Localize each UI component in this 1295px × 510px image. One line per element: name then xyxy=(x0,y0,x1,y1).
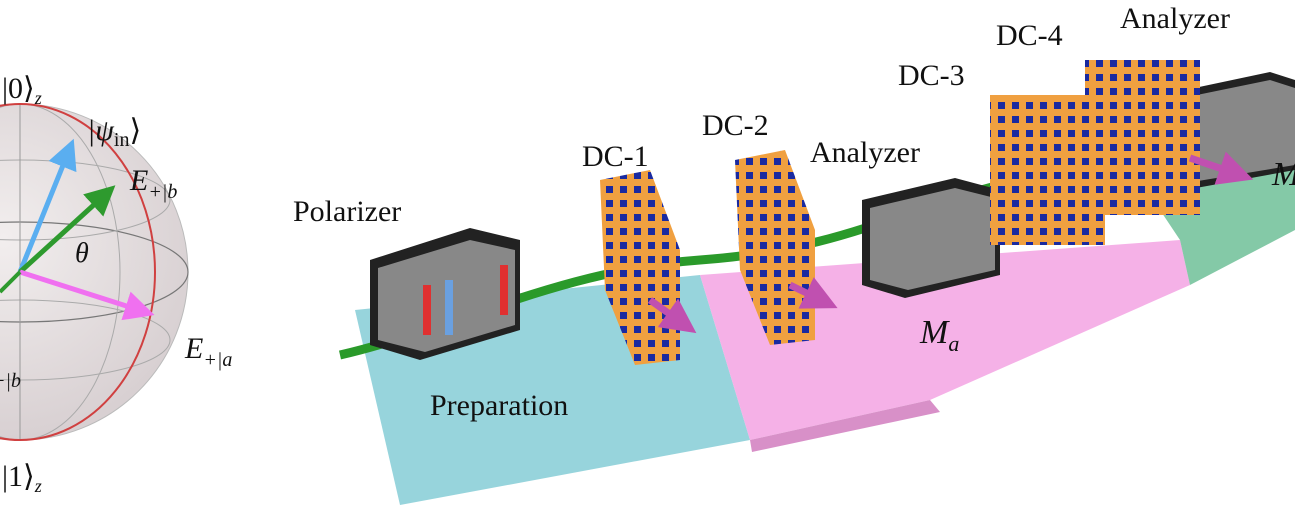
svg-text:+|b: +|b xyxy=(0,370,21,392)
svg-text:Ma: Ma xyxy=(919,314,959,356)
svg-text:E+|b: E+|b xyxy=(129,164,177,203)
svg-text:|0⟩z: |0⟩z xyxy=(2,72,42,108)
bottom-label: |1⟩ xyxy=(2,460,35,493)
svg-text:|1⟩z: |1⟩z xyxy=(2,460,42,496)
preparation-label: Preparation xyxy=(430,389,568,422)
psi-vector xyxy=(17,138,77,273)
dc4-label: DC-4 xyxy=(996,19,1063,52)
polarizer xyxy=(370,228,520,360)
analyzer-1 xyxy=(862,178,1000,298)
polarizer-label: Polarizer xyxy=(293,195,401,228)
top-label: |0⟩ xyxy=(2,72,35,105)
ma-label: M xyxy=(919,314,950,351)
bloch-sphere xyxy=(0,103,189,441)
dc-4 xyxy=(1085,60,1254,215)
eb-vector xyxy=(18,185,116,274)
dc2-label: DC-2 xyxy=(702,109,769,142)
analyzer2-label: Analyzer xyxy=(1120,2,1230,35)
dc-2 xyxy=(735,150,838,345)
meridian xyxy=(0,103,156,441)
svg-text:|ψin⟩: |ψin⟩ xyxy=(87,114,141,151)
mb-label-cut: M xyxy=(1271,156,1295,193)
dc-1 xyxy=(600,170,697,365)
svg-text:E+|a: E+|a xyxy=(184,332,232,371)
ea-vector xyxy=(19,269,155,321)
theta-label: θ xyxy=(75,238,89,269)
dc3-label: DC-3 xyxy=(898,59,965,92)
dc1-label: DC-1 xyxy=(582,140,649,173)
analyzer1-label: Analyzer xyxy=(810,136,920,169)
